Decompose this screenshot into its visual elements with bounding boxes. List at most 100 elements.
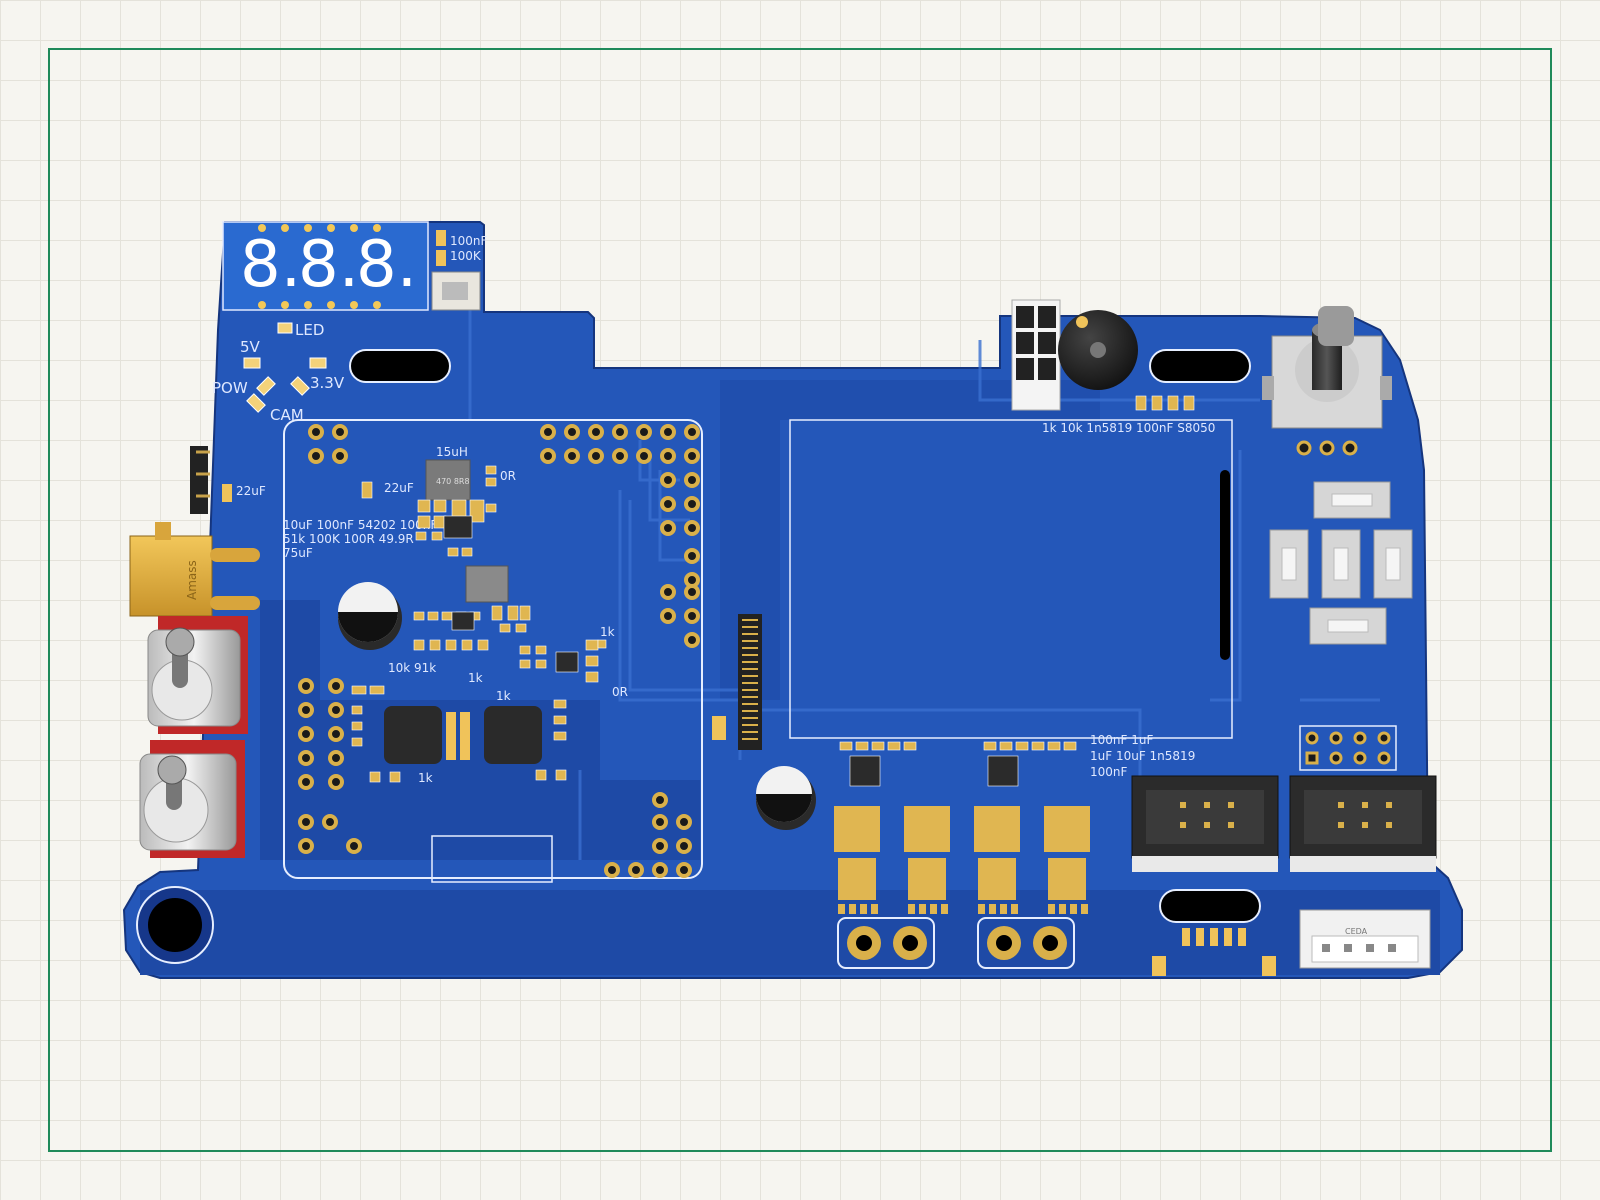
ic-chip: [987, 755, 1019, 787]
through-hole-pad: [660, 584, 676, 600]
xt60-connector-icon: Amass: [129, 522, 260, 617]
label-right-values-1: 100nF 1uF: [1090, 733, 1153, 747]
tactile-button-icon[interactable]: [1373, 529, 1413, 599]
mounting-slot: [349, 349, 1261, 923]
through-hole-pad: [660, 472, 676, 488]
jst-connector: CEDA: [1299, 909, 1431, 969]
smd-component: [507, 605, 519, 621]
inductor: 470 8R8: [425, 459, 509, 603]
through-hole-pad: [660, 496, 676, 512]
through-hole-pad: [328, 678, 344, 694]
smd-component: [855, 741, 869, 751]
display-digit-2: 8.: [298, 228, 359, 302]
label-100k: 100K: [450, 249, 482, 263]
smd-component: [871, 741, 885, 751]
smd-component: [413, 639, 425, 651]
silk-module-outline: [283, 419, 703, 879]
smd-component: [585, 639, 599, 651]
through-hole-pad: [652, 838, 668, 854]
ic-chip: [555, 651, 579, 673]
label-right-values-2: 1uF 10uF 1n5819: [1090, 749, 1195, 763]
through-hole-pad: [676, 838, 692, 854]
toggle-switch-icon[interactable]: [147, 616, 248, 734]
smd-component: [461, 639, 473, 651]
label-led: LED: [295, 321, 324, 339]
smd-component: [485, 465, 497, 475]
smd-component: [585, 655, 599, 667]
copper-pour-left: [260, 600, 700, 860]
xt60-brand-text: Amass: [185, 560, 199, 600]
ic-chip: [849, 755, 881, 787]
through-hole-pad: [298, 750, 314, 766]
smd-component: [469, 499, 485, 523]
label-1k-c: 1k: [600, 625, 615, 639]
smd-component: [417, 515, 431, 529]
through-hole-pad: [636, 424, 652, 440]
tactile-button-icon[interactable]: [1269, 481, 1413, 645]
board-outline-frame: [48, 48, 1552, 1152]
through-hole-pad: [308, 448, 324, 464]
through-hole-pad: [676, 814, 692, 830]
through-hole-pad: [660, 424, 676, 440]
tactile-button-icon[interactable]: [1321, 529, 1361, 599]
label-top-right-values: 1k 10k 1n5819 100nF S8050: [1042, 421, 1215, 435]
smd-component: [477, 639, 489, 651]
smd-component: [535, 645, 547, 655]
display-digit-3: 8.: [356, 228, 417, 302]
smd-component: [461, 547, 473, 557]
smd-component: [1047, 741, 1061, 751]
label-1k-b: 1k: [496, 689, 511, 703]
smd-component: [585, 671, 599, 683]
label-10k-91k: 10k 91k: [388, 661, 436, 675]
smd-component: [519, 659, 531, 669]
smd-component: [351, 685, 367, 695]
tactile-button-icon[interactable]: [1309, 607, 1387, 645]
smd-component: [999, 741, 1013, 751]
smd-component: [415, 531, 427, 541]
fpc-connector: [712, 614, 762, 750]
through-hole-pad: [684, 608, 700, 624]
buzzer-icon: [1058, 310, 1138, 390]
smd-component: [361, 481, 373, 499]
label-cam: CAM: [270, 406, 304, 424]
smd-component: [519, 645, 531, 655]
rotary-encoder-icon[interactable]: [1262, 306, 1392, 456]
jst-smd-footprint: [1152, 928, 1276, 976]
smd-component: [431, 531, 443, 541]
through-hole-pad: [684, 496, 700, 512]
through-hole-pad: [328, 774, 344, 790]
smd-component: [447, 547, 459, 557]
through-hole-pad: [298, 678, 314, 694]
smd-component: [351, 721, 363, 731]
display-digit-1: 8.: [240, 228, 301, 302]
through-hole-pad: [652, 814, 668, 830]
smd-component: [485, 503, 497, 513]
terminal-block-pads: [837, 917, 1075, 969]
smd-component: [389, 771, 401, 783]
through-hole-pad: [328, 702, 344, 718]
box-header-connector: [1289, 775, 1437, 872]
smd-component: [413, 611, 425, 621]
through-hole-pad: [308, 424, 324, 440]
through-hole-pad: [564, 424, 580, 440]
smd-component: [519, 605, 531, 621]
smd-component: [839, 741, 853, 751]
through-hole-pad: [660, 608, 676, 624]
toggle-switch-icon[interactable]: [139, 740, 245, 858]
smd-component: [429, 639, 441, 651]
through-hole-pad: [628, 862, 644, 878]
smd-component: [553, 699, 567, 709]
mosfet-drivers: [834, 806, 1090, 914]
jst-marking: CEDA: [1345, 927, 1368, 936]
through-hole-pad: [332, 448, 348, 464]
through-hole-pad: [684, 472, 700, 488]
tactile-button-icon[interactable]: [1313, 481, 1391, 519]
label-1k-d: 1k: [418, 771, 433, 785]
through-hole-pad: [676, 862, 692, 878]
smd-component: [1183, 395, 1195, 411]
mounting-hole: [136, 886, 214, 964]
power-inductor: [384, 706, 442, 764]
tactile-button-icon[interactable]: [1269, 529, 1309, 599]
